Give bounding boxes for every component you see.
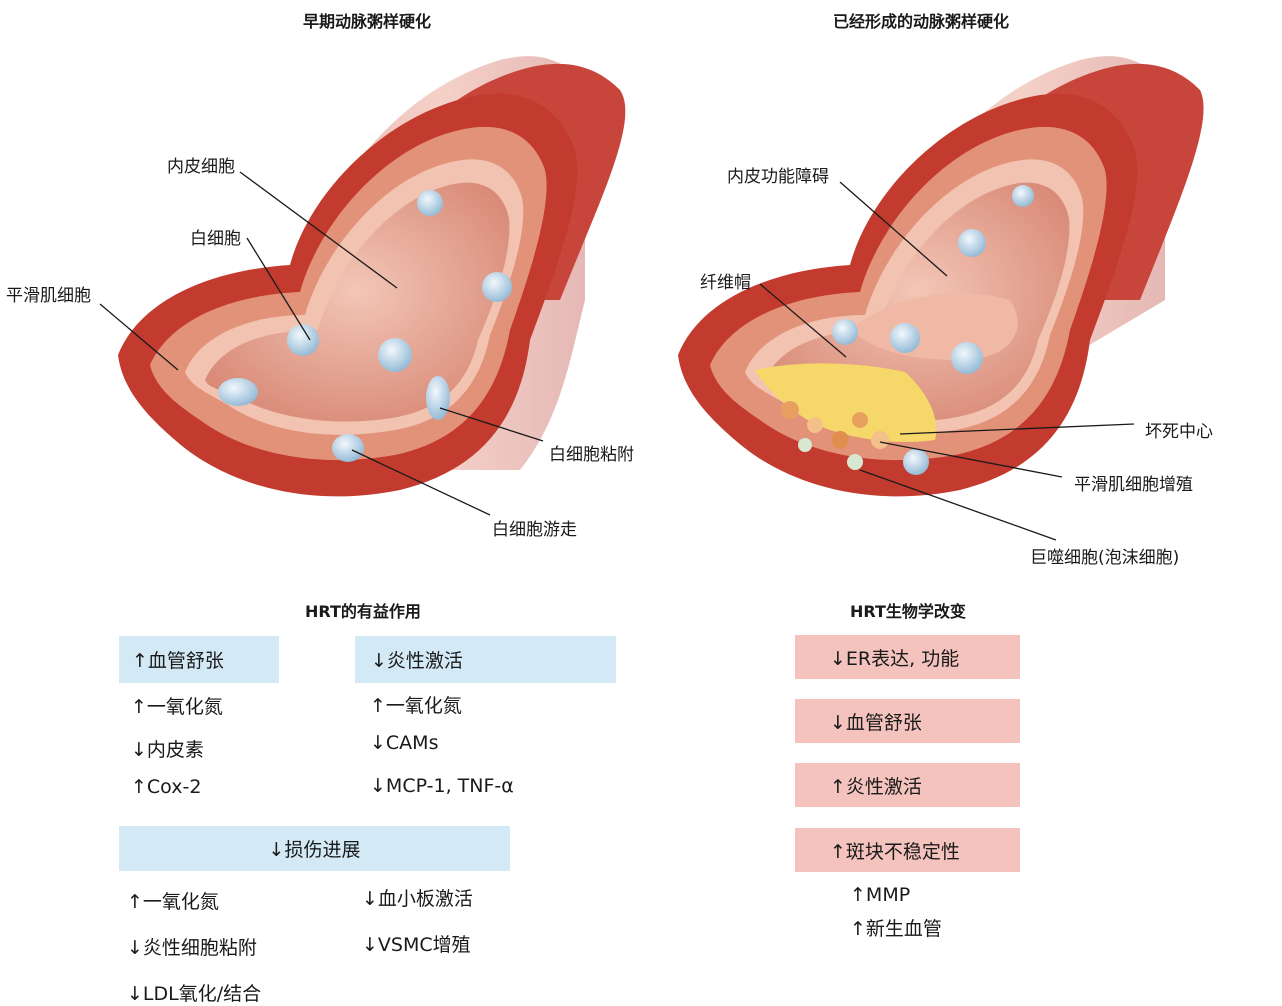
- lesion-left-item-3: ↓LDL氧化/结合: [127, 979, 261, 1006]
- leukocyte-cell-icon: [951, 342, 983, 374]
- early-atherosclerosis-title: 早期动脉粥样硬化: [303, 8, 431, 32]
- label-endothelial-cell: 内皮细胞: [167, 152, 235, 177]
- vasodilation-header: ↑血管舒张: [119, 636, 279, 683]
- bio-sub-item-mmp: ↑MMP: [850, 884, 910, 906]
- bio-box-vasodilation: ↓血管舒张: [795, 699, 1020, 743]
- leukocyte-cell-icon: [482, 272, 512, 302]
- leukocyte-cell-icon: [426, 376, 450, 420]
- lesion-right-item-1: ↓血小板激活: [362, 884, 473, 911]
- label-leukocyte: 白细胞: [190, 224, 241, 249]
- inflam-item-2: ↓CAMs: [370, 732, 438, 754]
- lesion-progression-header: ↓损伤进展: [119, 826, 510, 871]
- hrt-benefits-title: HRT的有益作用: [305, 598, 421, 622]
- leukocyte-cell-icon: [958, 229, 986, 257]
- lesion-right-item-2: ↓VSMC增殖: [362, 930, 471, 957]
- label-leukocyte-adhesion: 白细胞粘附: [549, 440, 634, 465]
- label-smooth-muscle-cell: 平滑肌细胞: [6, 281, 91, 306]
- label-leukocyte-migration: 白细胞游走: [492, 515, 577, 540]
- atherosclerosis-illustration: [0, 0, 1282, 600]
- leukocyte-cell-icon: [417, 190, 443, 216]
- label-fibrous-cap: 纤维帽: [700, 268, 751, 293]
- hrt-bio-changes-title: HRT生物学改变: [850, 598, 966, 622]
- leukocyte-cell-icon: [332, 434, 364, 462]
- leukocyte-cell-icon: [832, 319, 858, 345]
- leukocyte-cell-icon: [890, 323, 920, 353]
- label-smc-proliferation: 平滑肌细胞增殖: [1074, 470, 1193, 495]
- established-atherosclerosis-vessel: [678, 56, 1204, 496]
- leukocyte-cell-icon: [903, 449, 929, 475]
- label-necrotic-core: 坏死中心: [1145, 417, 1213, 442]
- lesion-left-item-1: ↑一氧化氮: [127, 887, 219, 914]
- lesion-left-item-2: ↓炎性细胞粘附: [127, 933, 257, 960]
- bio-box-inflammation: ↑炎性激活: [795, 763, 1020, 807]
- leukocyte-cell-icon: [378, 338, 412, 372]
- inflammation-header: ↓炎性激活: [355, 636, 616, 683]
- established-atherosclerosis-title: 已经形成的动脉粥样硬化: [833, 8, 1009, 32]
- label-endothelial-dysfunction: 内皮功能障碍: [727, 162, 829, 187]
- leukocyte-cell-icon: [218, 378, 258, 406]
- vaso-item-1: ↑一氧化氮: [131, 692, 223, 719]
- leukocyte-cell-icon: [1012, 185, 1034, 207]
- bio-box-plaque-instability: ↑斑块不稳定性: [795, 828, 1020, 872]
- vaso-item-2: ↓内皮素: [131, 735, 204, 762]
- early-atherosclerosis-vessel: [118, 56, 625, 496]
- bio-sub-item-angiogenesis: ↑新生血管: [850, 914, 942, 941]
- inflam-item-1: ↑一氧化氮: [370, 691, 462, 718]
- label-macrophage: 巨噬细胞(泡沫细胞): [1030, 543, 1179, 568]
- inflam-item-3: ↓MCP-1, TNF-α: [370, 775, 514, 797]
- bio-box-er-expression: ↓ER表达, 功能: [795, 635, 1020, 679]
- vaso-item-3: ↑Cox-2: [131, 776, 201, 798]
